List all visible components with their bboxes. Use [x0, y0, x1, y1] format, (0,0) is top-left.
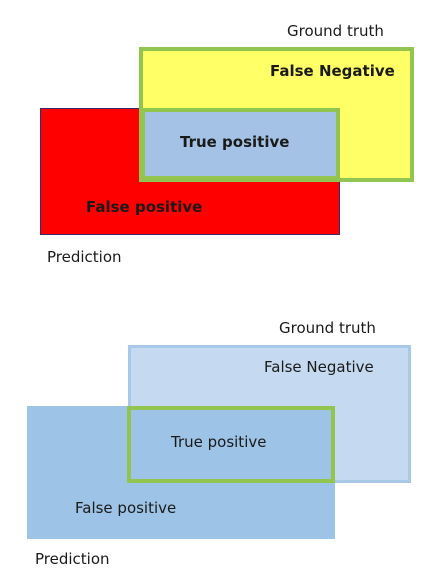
top-diagram: Ground truth False Negative True positiv…	[40, 22, 414, 266]
false-negative-label: False Negative	[264, 358, 374, 376]
false-negative-label: False Negative	[270, 62, 395, 80]
false-positive-label: False positive	[75, 499, 177, 517]
true-positive-label: True positive	[180, 133, 290, 151]
true-positive-box	[127, 406, 335, 483]
false-positive-label: False positive	[86, 198, 203, 216]
ground-truth-label: Ground truth	[279, 319, 376, 337]
prediction-label: Prediction	[47, 248, 122, 266]
true-positive-label: True positive	[171, 433, 267, 451]
true-positive-box	[141, 108, 340, 180]
prediction-label: Prediction	[35, 550, 110, 568]
ground-truth-label: Ground truth	[287, 22, 384, 40]
bottom-diagram: Ground truth False Negative True positiv…	[0, 289, 444, 578]
